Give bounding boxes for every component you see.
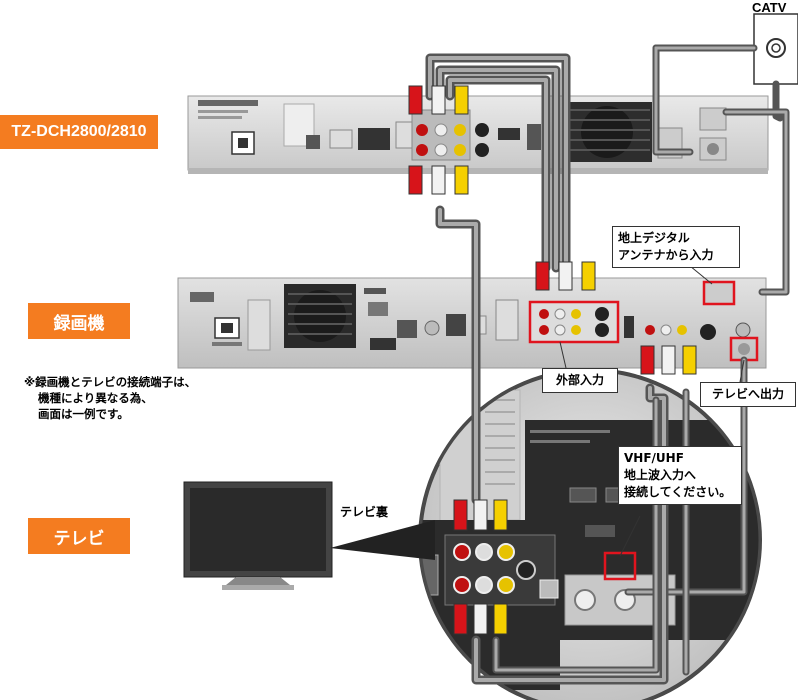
rca-plugs-recorder-in (535, 261, 596, 291)
tv-back-label: テレビ裏 (340, 505, 389, 519)
note-line3: 画面は一例です。 (38, 407, 129, 421)
device-label-stb: TZ-DCH2800/2810 (0, 115, 158, 149)
catv-label: CATV (752, 0, 787, 15)
device-label-tv: テレビ (28, 518, 130, 554)
tv-back-magnifier (418, 368, 762, 700)
callout-antenna-line1: 地上デジタル (618, 231, 690, 245)
callout-vhf-line2: 地上波入力へ (624, 468, 697, 482)
callout-external-input: 外部入力 (542, 368, 618, 393)
connection-note: ※録画機とテレビの接続端子は、 機種により異なる為、 画面は一例です。 (24, 374, 196, 422)
flat-tv-icon (183, 481, 333, 590)
callout-tv-output: テレビへ出力 (700, 382, 796, 407)
callout-antenna-input: 地上デジタル アンテナから入力 (612, 226, 740, 268)
rca-plugs-tv (453, 499, 508, 635)
rca-plugs-stb-top (408, 85, 469, 195)
rca-plugs-recorder-out (640, 345, 697, 375)
device-label-recorder: 録画機 (28, 303, 130, 339)
cooling-fan-icon (562, 102, 652, 162)
callout-vhf-line1: VHF/UHF (624, 451, 684, 465)
callout-vhf-line3: 接続してください。 (624, 485, 732, 499)
callout-vhf-uhf: VHF/UHF 地上波入力へ 接続してください。 (618, 446, 742, 505)
callout-antenna-line2: アンテナから入力 (618, 248, 714, 262)
note-line1: ※録画機とテレビの接続端子は、 (24, 375, 197, 389)
note-line2: 機種により異なる為、 (38, 391, 153, 405)
catv-outlet-icon (753, 13, 798, 85)
stb-rear-panel (187, 95, 769, 174)
cables (425, 44, 790, 685)
